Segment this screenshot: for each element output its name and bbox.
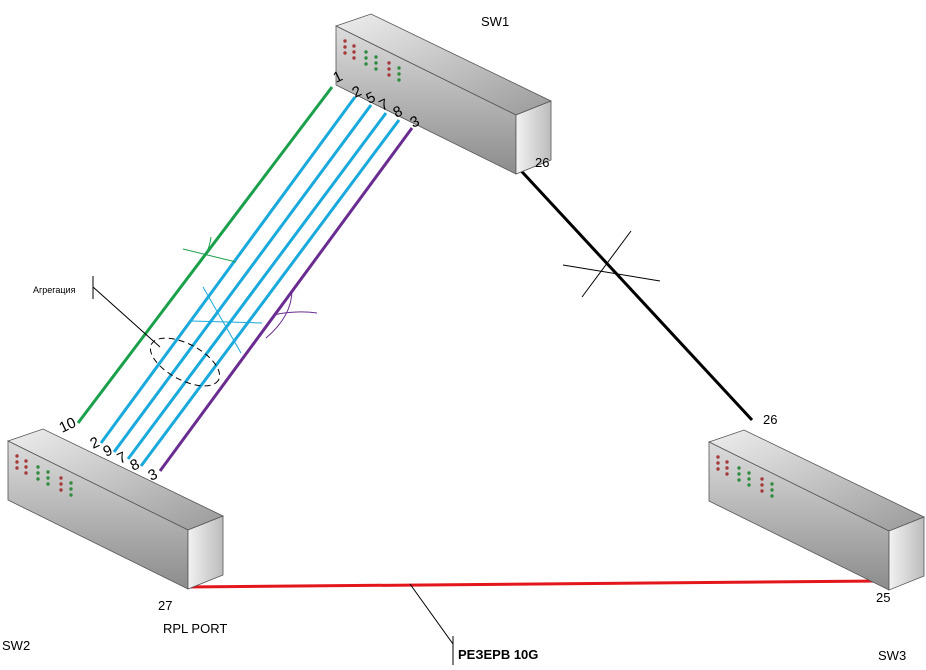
link-blue-1 (99, 96, 357, 444)
sw3-label: SW3 (878, 648, 906, 663)
aggregation-leader (92, 286, 161, 348)
switch-sw3[interactable] (708, 429, 925, 591)
link-blue-4 (139, 119, 401, 467)
rpl-port-label: RPL PORT (163, 621, 227, 636)
sw1-ring-port-label: 26 (535, 155, 549, 170)
sw2-ring-port-label: 27 (158, 598, 172, 613)
break-mark-blue (190, 286, 263, 354)
link-sw1-sw3 (510, 159, 754, 422)
break-mark-green (182, 236, 237, 269)
aggregation-ellipse (149, 337, 221, 387)
reserve-leader (409, 583, 454, 645)
link-rpl-sw2-sw3 (186, 579, 881, 589)
aggregation-label: Агрегация (33, 285, 76, 295)
sw2-port-label: 2 (88, 434, 103, 453)
sw3-top-port-label: 26 (763, 412, 777, 427)
aggregation-links (76, 86, 414, 472)
break-mark-sw1-sw3 (562, 230, 661, 298)
sw3-ring-port-label: 25 (876, 590, 890, 605)
break-mark-purple (265, 289, 318, 339)
reserve-label: РЕЗЕРВ 10G (458, 647, 538, 662)
link-purple (158, 127, 414, 472)
link-blue-3 (126, 112, 388, 460)
sw2-label: SW2 (2, 638, 30, 653)
sw1-label: SW1 (481, 14, 509, 29)
sw2-port-label: 10 (57, 414, 79, 436)
link-blue-2 (112, 104, 373, 453)
